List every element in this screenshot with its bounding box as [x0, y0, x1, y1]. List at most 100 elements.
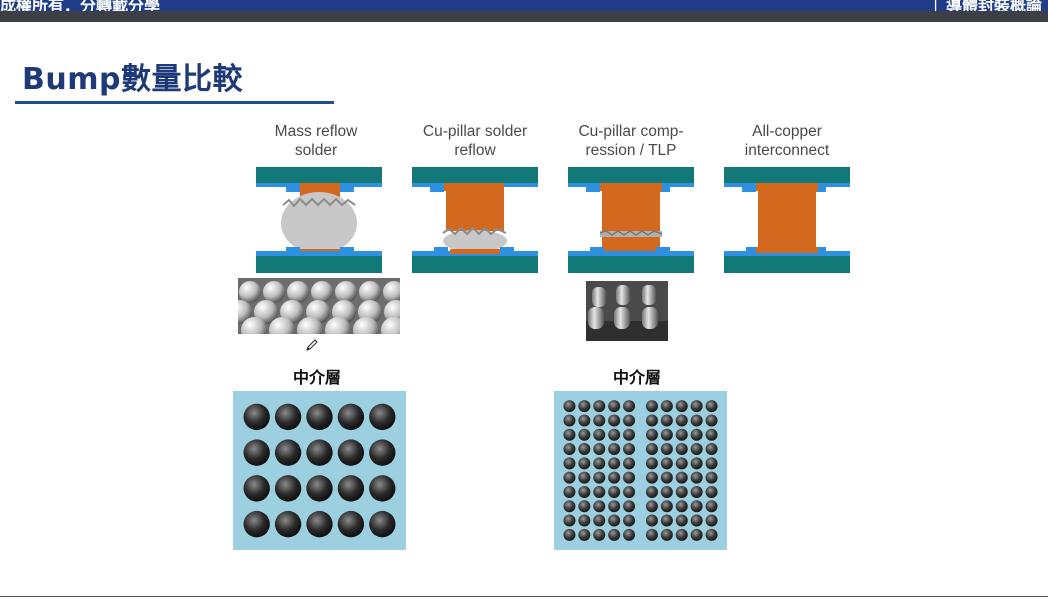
bump — [578, 428, 591, 441]
bump — [623, 428, 636, 441]
bump — [563, 400, 576, 413]
column-label-cu-pillar-reflow: Cu-pillar solder reflow — [422, 123, 528, 159]
bump — [243, 403, 270, 431]
bump — [563, 528, 576, 541]
bump — [593, 400, 606, 413]
bump — [274, 510, 302, 538]
bump — [660, 514, 673, 527]
bump — [563, 428, 576, 441]
bump — [369, 475, 396, 502]
bump — [608, 471, 621, 484]
sem-photo-solder-balls — [238, 278, 400, 334]
bump — [608, 528, 621, 541]
bump — [675, 414, 688, 427]
bump — [690, 428, 703, 441]
bump — [578, 471, 591, 484]
bump — [578, 500, 591, 513]
interposer-label-right: 中介層 — [612, 368, 661, 387]
interposer-bump-grid-fine — [554, 391, 727, 550]
bump — [337, 475, 365, 502]
bump — [645, 400, 658, 413]
bump — [593, 514, 606, 527]
bump — [660, 400, 673, 413]
bump — [623, 485, 636, 498]
bump — [660, 428, 673, 441]
bump — [608, 428, 621, 441]
bump — [660, 485, 673, 498]
bump — [593, 485, 606, 498]
header-subbar — [0, 11, 1048, 22]
bump — [623, 457, 636, 470]
bump — [645, 471, 658, 484]
column-label-mass-reflow: Mass reflow solder — [274, 123, 358, 159]
bump — [243, 439, 270, 466]
bump — [660, 528, 673, 541]
bump — [675, 428, 688, 441]
bump — [369, 403, 396, 431]
bump — [243, 475, 270, 502]
bump — [337, 403, 365, 431]
bump — [705, 514, 718, 527]
bump — [306, 510, 333, 538]
bump — [675, 528, 688, 541]
bump — [645, 457, 658, 470]
bump — [608, 400, 621, 413]
column-label-all-copper: All-copper interconnect — [744, 123, 830, 159]
bump — [243, 510, 270, 538]
bump-diagram-cu-pillar-compression — [568, 165, 694, 275]
header-right-text: │ 導體封裝概論 — [930, 0, 1042, 11]
bump — [623, 443, 636, 456]
bump — [608, 485, 621, 498]
header-left-text: 成權所有．分轉載分學 — [0, 0, 161, 11]
bump — [705, 457, 718, 470]
bump — [274, 403, 302, 431]
bump — [593, 443, 606, 456]
bump — [645, 414, 658, 427]
bump — [623, 514, 636, 527]
bump — [645, 485, 658, 498]
bump-diagram-cu-pillar-reflow — [412, 165, 538, 275]
bump — [623, 471, 636, 484]
bump — [337, 439, 365, 466]
bump — [675, 514, 688, 527]
bump — [578, 528, 591, 541]
bump — [645, 514, 658, 527]
bump — [563, 457, 576, 470]
bump — [660, 471, 673, 484]
bump — [563, 514, 576, 527]
bump — [578, 400, 591, 413]
bump — [645, 443, 658, 456]
bump — [690, 500, 703, 513]
bump — [690, 443, 703, 456]
bump — [563, 443, 576, 456]
bump — [645, 528, 658, 541]
bump — [578, 514, 591, 527]
bump — [306, 403, 333, 431]
bump — [608, 457, 621, 470]
bump — [705, 428, 718, 441]
bump — [369, 439, 396, 466]
bump — [660, 457, 673, 470]
bump — [675, 500, 688, 513]
bump — [608, 443, 621, 456]
bump — [675, 443, 688, 456]
bump — [705, 528, 718, 541]
bump — [593, 528, 606, 541]
bump — [608, 414, 621, 427]
sem-photo-cu-pillars — [586, 281, 668, 341]
bump — [578, 414, 591, 427]
bump — [690, 471, 703, 484]
bump — [337, 510, 365, 538]
column-label-cu-pillar-compression: Cu-pillar comp- ression / TLP — [578, 123, 684, 159]
bump — [705, 485, 718, 498]
bump — [593, 457, 606, 470]
bump — [306, 439, 333, 466]
bump — [623, 500, 636, 513]
bump — [608, 500, 621, 513]
bump — [690, 485, 703, 498]
bump — [623, 400, 636, 413]
bump — [705, 471, 718, 484]
bump — [593, 471, 606, 484]
page-title: Bump數量比較 — [22, 62, 243, 97]
bump — [660, 443, 673, 456]
